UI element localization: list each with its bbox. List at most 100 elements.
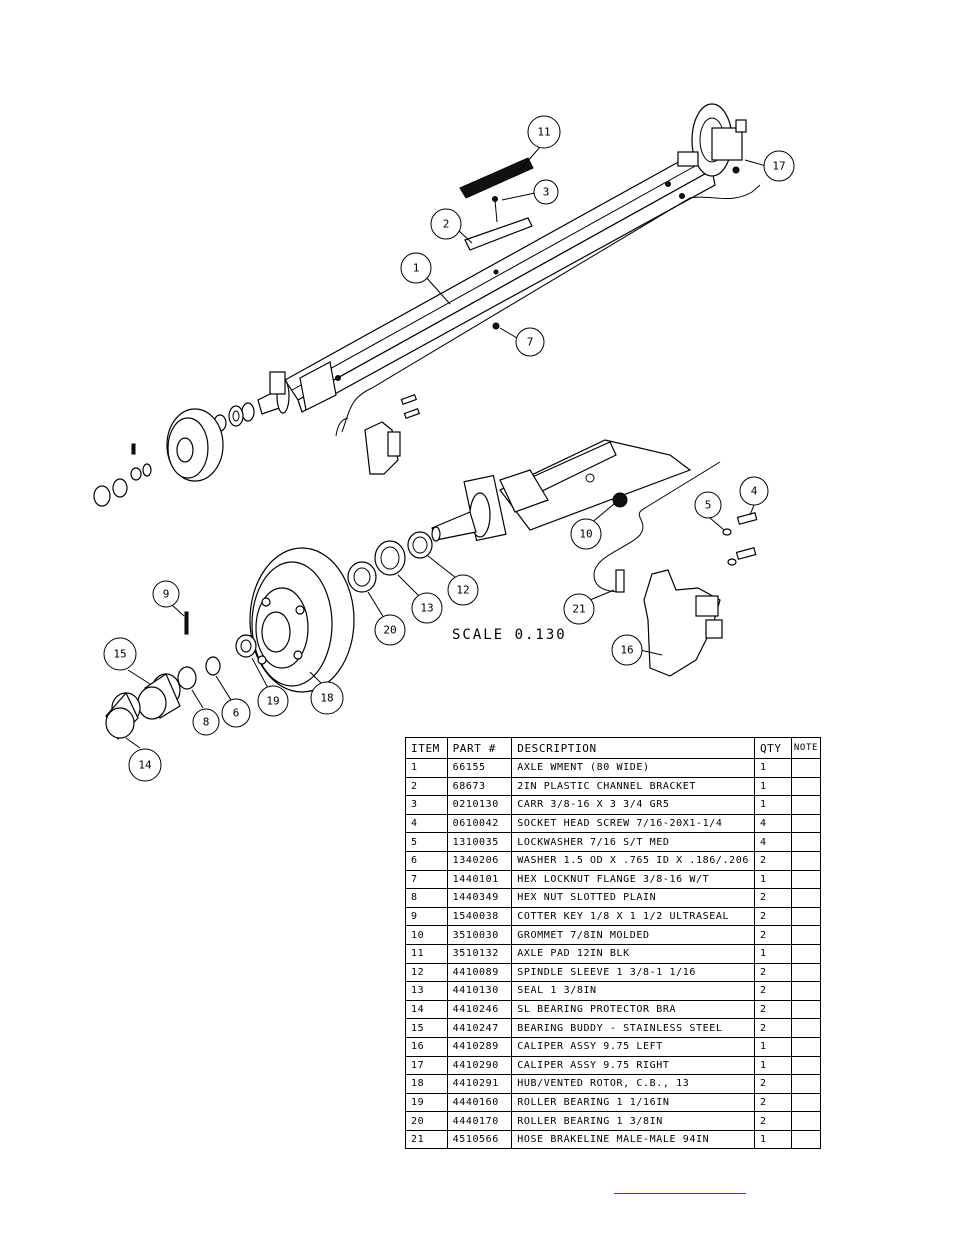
- header-note: NOTE: [790, 737, 822, 759]
- cell-note: [790, 943, 822, 964]
- caliper-left: [643, 569, 723, 677]
- cell-item: 4: [405, 813, 448, 834]
- seal: [374, 540, 406, 576]
- cell-item: 16: [405, 1036, 448, 1057]
- cotter-key: [184, 611, 189, 635]
- balloon-8: 8: [192, 708, 220, 736]
- cell-note: [790, 906, 822, 927]
- washer: [205, 656, 221, 676]
- cell-description: HOSE BRAKELINE MALE-MALE 94IN: [511, 1129, 755, 1150]
- balloon-10: 10: [570, 518, 602, 550]
- balloon-14: 14: [128, 748, 162, 782]
- roller-bearing-small: [235, 634, 257, 658]
- balloon-16: 16: [611, 634, 643, 666]
- cell-qty: 2: [753, 1111, 792, 1131]
- cell-description: CALIPER ASSY 9.75 LEFT: [511, 1036, 755, 1057]
- cell-description: SL BEARING PROTECTOR BRA: [511, 999, 755, 1020]
- roller-bearing-large: [347, 561, 377, 593]
- svg-text:6: 6: [233, 707, 240, 720]
- header-part-number: PART #: [446, 737, 513, 759]
- carriage-bolt: [494, 199, 498, 223]
- cell-note: [790, 999, 822, 1020]
- leader-lines: [125, 146, 767, 749]
- left-hub-rotor: [166, 408, 224, 482]
- small-bolts: [400, 394, 421, 420]
- cell-description: AXLE WMENT (80 WIDE): [511, 758, 755, 778]
- cell-part: 4440160: [446, 1092, 513, 1113]
- left-bearing-buddy: [112, 478, 128, 498]
- spindle-sleeve: [407, 531, 433, 559]
- balloon-18: 18: [310, 681, 344, 715]
- cell-description: COTTER KEY 1/8 X 1 1/2 ULTRASEAL: [511, 906, 755, 927]
- left-bearing-b: [228, 405, 244, 427]
- cell-qty: 1: [753, 795, 792, 815]
- left-protector: [93, 485, 111, 507]
- cell-description: SPINDLE SLEEVE 1 3/8-1 1/16: [511, 962, 755, 983]
- cell-part: 3510132: [446, 943, 513, 964]
- socket-screws: [722, 512, 758, 566]
- cell-note: [790, 888, 822, 908]
- svg-text:12: 12: [456, 584, 469, 597]
- svg-text:13: 13: [420, 602, 433, 615]
- balloon-2: 2: [430, 208, 462, 240]
- cell-part: 4410246: [446, 999, 513, 1020]
- cell-part: 66155: [446, 758, 513, 778]
- cell-item: 7: [405, 869, 448, 890]
- cell-item: 5: [405, 832, 448, 852]
- svg-text:14: 14: [138, 759, 152, 772]
- cell-item: 9: [405, 906, 448, 927]
- svg-text:3: 3: [543, 186, 550, 199]
- cell-description: SEAL 1 3/8IN: [511, 981, 755, 1001]
- balloon-11: 11: [527, 115, 561, 149]
- cell-qty: 2: [753, 925, 792, 945]
- cell-qty: 4: [753, 813, 792, 834]
- balloon-7: 7: [515, 327, 545, 357]
- cell-description: GROMMET 7/8IN MOLDED: [511, 925, 755, 945]
- cell-item: 17: [405, 1055, 448, 1076]
- cell-note: [790, 1129, 822, 1150]
- cell-part: 4410289: [446, 1036, 513, 1057]
- axle-pad: [459, 157, 534, 199]
- header-description: DESCRIPTION: [511, 737, 755, 759]
- cell-part: 0210130: [446, 795, 513, 815]
- axle-end-detail: [431, 439, 692, 542]
- cell-note: [790, 776, 822, 797]
- cell-note: [790, 1111, 822, 1131]
- cell-item: 3: [405, 795, 448, 815]
- cell-note: [790, 850, 822, 871]
- balloon-20: 20: [374, 614, 406, 646]
- cell-description: HEX NUT SLOTTED PLAIN: [511, 888, 755, 908]
- balloon-1: 1: [400, 252, 432, 284]
- cell-qty: 1: [753, 1129, 792, 1150]
- footer-link[interactable]: [614, 1192, 746, 1194]
- cell-item: 15: [405, 1018, 448, 1038]
- cell-note: [790, 1055, 822, 1076]
- cell-qty: 1: [753, 1036, 792, 1057]
- balloon-17: 17: [763, 150, 795, 182]
- cell-qty: 1: [753, 1055, 792, 1076]
- cell-note: [790, 1092, 822, 1113]
- cell-qty: 4: [753, 832, 792, 852]
- cell-item: 18: [405, 1074, 448, 1094]
- cell-part: 1440101: [446, 869, 513, 890]
- svg-text:4: 4: [751, 485, 758, 498]
- cell-qty: 1: [753, 776, 792, 797]
- cell-qty: 2: [753, 981, 792, 1001]
- svg-text:15: 15: [113, 648, 126, 661]
- hub-vented-rotor: [249, 547, 355, 693]
- cell-description: ROLLER BEARING 1 1/16IN: [511, 1092, 755, 1113]
- bearing-buddy: [137, 673, 181, 720]
- header-qty: QTY: [753, 737, 792, 759]
